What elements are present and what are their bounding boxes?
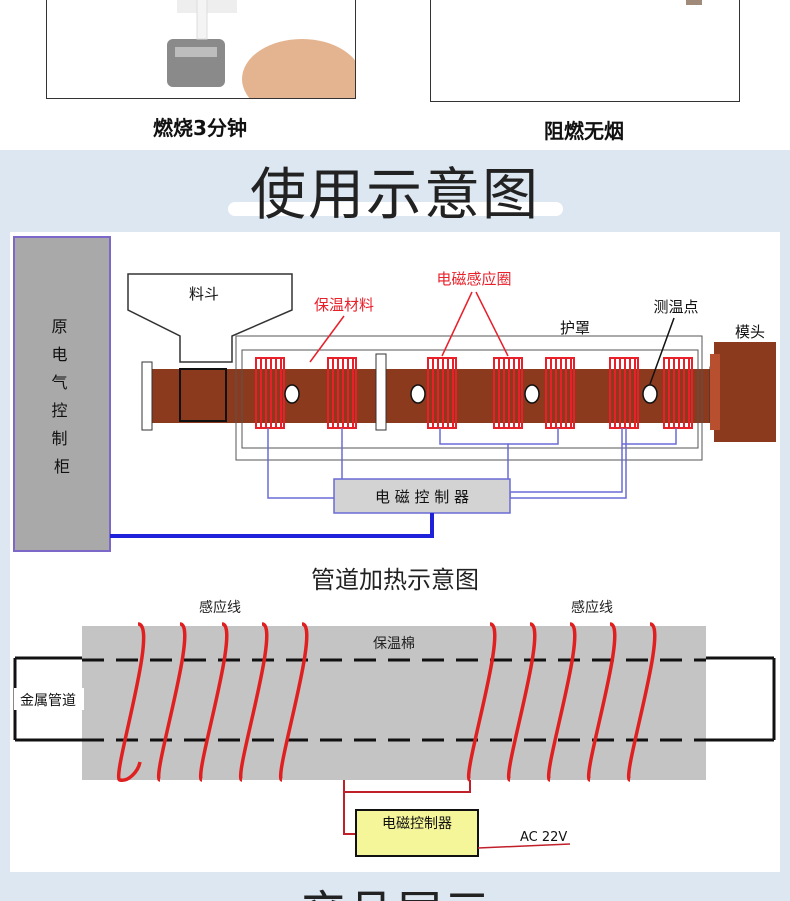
cover-label: 护罩: [560, 319, 590, 337]
wool-label: 保温棉: [373, 635, 415, 652]
barrel: [142, 369, 718, 423]
hopper-throat: [179, 368, 227, 422]
coil-wire-right: [344, 780, 471, 793]
metal-pipe: [13, 656, 776, 742]
cabinet-label: 原 电 气 控 制 柜: [51, 317, 72, 476]
coil-group: [255, 357, 693, 429]
em-controller-2-label: 电磁控制器: [382, 816, 452, 832]
cabinet-cable: [110, 513, 434, 538]
coil-label-right: 感应线: [571, 599, 613, 616]
pipe-label-bg: [14, 688, 84, 710]
section-title: 使用示意图: [250, 163, 540, 228]
power-line: [477, 843, 571, 849]
barrel-end-left: [141, 361, 153, 431]
die-label: 模头: [735, 323, 765, 341]
temp-point: [410, 384, 426, 404]
protective-cover: [235, 335, 703, 461]
hopper: [127, 273, 293, 363]
insulation-leader: [309, 315, 345, 363]
burn-test-photo: [46, 0, 356, 99]
flange: [375, 353, 387, 431]
wiring: [267, 428, 677, 499]
em-controller-label: 电 磁 控 制 器: [375, 488, 469, 506]
flame-retardant-photo: [430, 0, 740, 102]
flame-retardant-illustration: [686, 0, 702, 5]
em-controller-box: [333, 478, 511, 514]
coil-label: 电磁感应圈: [436, 270, 511, 288]
em-controller-2-box: [355, 809, 479, 857]
diagrams-svg: 原 电 气 控 制 柜 料斗 模头 护罩: [13, 236, 776, 857]
right-caption: 阻燃无烟: [544, 119, 624, 143]
temp-point: [642, 384, 658, 404]
protective-cover-inner: [241, 349, 699, 449]
coil-label-left: 感应线: [199, 599, 241, 616]
die-head: [714, 342, 776, 442]
induction-coils: [116, 622, 657, 782]
power-label: AC 22V: [520, 830, 567, 845]
die-head-stripe: [710, 354, 720, 430]
coil-leader-right: [475, 291, 509, 357]
burn-test-illustration: [167, 0, 355, 98]
electric-cabinet: [13, 236, 111, 552]
title-underline: [228, 202, 563, 216]
insulation-label: 保温材料: [314, 296, 374, 314]
photo-strip: 燃烧3分钟 阻燃无烟: [0, 0, 790, 150]
diagram-panel: 原 电 气 控 制 柜 料斗 模头 护罩: [10, 232, 780, 872]
pipe-label: 金属管道: [20, 693, 76, 709]
product-display-title: 产品展示: [0, 874, 790, 901]
pipe-diagram-title: 管道加热示意图: [311, 566, 479, 594]
temp-point-leader: [649, 317, 675, 385]
left-caption: 燃烧3分钟: [153, 116, 247, 140]
temp-point-label: 测温点: [653, 298, 698, 316]
hopper-label: 料斗: [189, 285, 219, 303]
coil-wire: [343, 780, 356, 835]
temp-point: [524, 384, 540, 404]
temp-point: [284, 384, 300, 404]
coil-leader-left: [441, 291, 473, 357]
